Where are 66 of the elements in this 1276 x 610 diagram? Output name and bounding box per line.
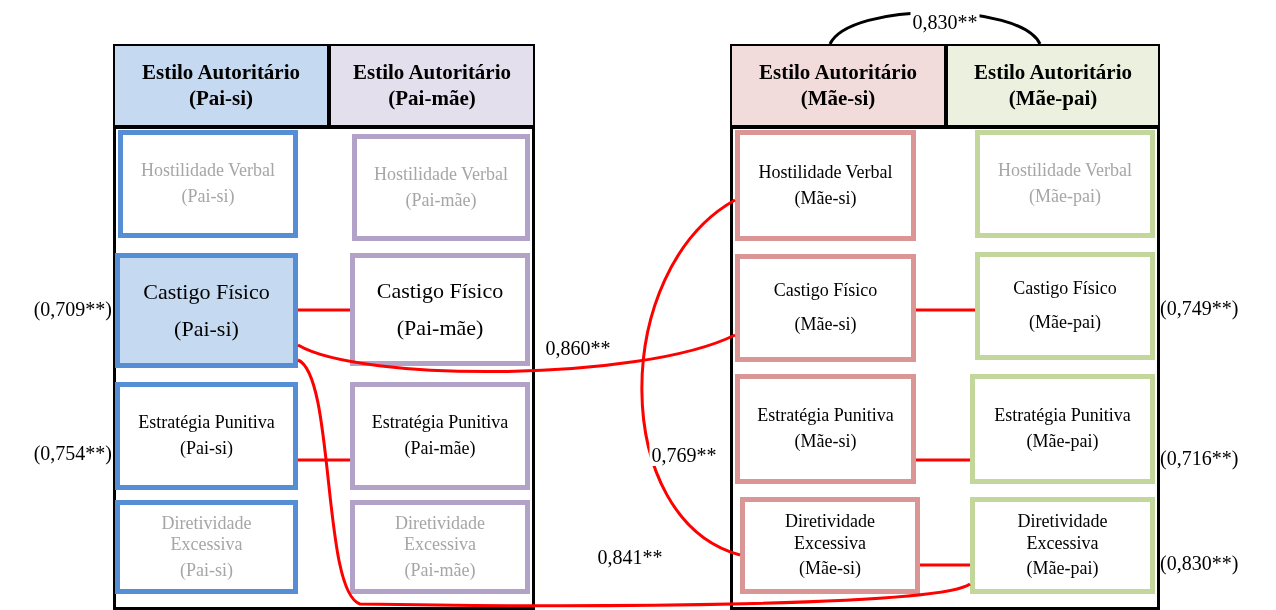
factor-group: (Pai-mãe) xyxy=(405,189,477,212)
factor-name: Hostilidade Verbal xyxy=(997,160,1133,182)
factor-group: (Pai-si) xyxy=(181,186,235,208)
factor-group: (Mãe-si) xyxy=(799,558,861,580)
factor-name: Estratégia Punitiva xyxy=(371,412,509,434)
column-heading: Estilo Autoritário (Pai-mãe) xyxy=(351,60,513,111)
factor-group: (Pai-si) xyxy=(180,559,233,582)
correlation-line xyxy=(298,458,350,462)
factor-box xyxy=(352,134,530,241)
factor-name: Diretividade Excessiva xyxy=(784,511,876,555)
factor-name: Castigo Físico xyxy=(376,278,504,305)
factor-name: Castigo Físico xyxy=(1013,278,1117,300)
factor-name: Diretividade Excessiva xyxy=(394,512,486,556)
header-cell xyxy=(329,44,535,127)
factor-box xyxy=(740,497,920,594)
factor-group: (Pai-mãe) xyxy=(396,314,484,341)
factor-group: (Pai-si) xyxy=(174,315,239,342)
header-cell xyxy=(113,44,329,127)
factor-name: Estratégia Punitiva xyxy=(757,405,894,427)
factor-name: Hostilidade Verbal xyxy=(758,161,893,184)
factor-name: Hostilidade Verbal xyxy=(140,160,276,182)
correlation-line xyxy=(298,308,350,312)
factor-box xyxy=(118,130,298,238)
column-heading: Estilo Autoritário (Pai-si) xyxy=(140,60,302,111)
loading-value: (0,754**) xyxy=(33,442,112,465)
factor-box xyxy=(735,130,916,241)
factor-group: (Pai-si) xyxy=(180,438,233,460)
factor-box xyxy=(735,254,916,362)
header-cell xyxy=(730,44,946,127)
header-cell xyxy=(946,44,1160,127)
factor-group: (Mãe-pai) xyxy=(1026,431,1099,453)
factor-name: Diretividade Excessiva xyxy=(160,512,253,556)
correlation-line xyxy=(297,333,736,373)
loading-value: (0,749**) xyxy=(1160,297,1239,320)
factor-group: (Mãe-pai) xyxy=(1026,558,1099,580)
factor-name: Estratégia Punitiva xyxy=(138,412,275,434)
loading-value: (0,830**) xyxy=(1160,552,1239,575)
correlation-line xyxy=(296,358,971,608)
correlation-line xyxy=(916,458,970,462)
loading-value: (0,709**) xyxy=(33,298,112,321)
factor-group: (Mãe-si) xyxy=(794,431,857,453)
factor-group: (Mãe-pai) xyxy=(1029,312,1101,334)
factor-group: (Pai-mãe) xyxy=(404,438,476,460)
factor-group: (Pai-mãe) xyxy=(404,559,476,582)
factor-name: Estratégia Punitiva xyxy=(994,405,1131,427)
factor-group: (Mãe-si) xyxy=(794,314,857,336)
factor-name: Castigo Físico xyxy=(143,279,270,306)
column-heading: Estilo Autoritário (Mãe-si) xyxy=(757,60,919,111)
correlation-line xyxy=(920,563,970,567)
factor-box xyxy=(350,253,530,366)
factor-box xyxy=(350,382,530,490)
edge-label: 0,830** xyxy=(910,11,980,33)
column-heading: Estilo Autoritário (Mãe-pai) xyxy=(972,60,1134,111)
factor-name: Hostilidade Verbal xyxy=(373,163,509,186)
factor-box xyxy=(115,500,298,594)
correlation-line xyxy=(916,308,975,312)
factor-box xyxy=(735,374,916,484)
factor-name: Diretividade Excessiva xyxy=(1016,511,1109,555)
factor-group: (Mãe-si) xyxy=(794,187,857,210)
edge-label: 0,769** xyxy=(649,444,719,466)
factor-name: Castigo Físico xyxy=(773,280,878,302)
factor-box xyxy=(350,500,530,594)
loading-value: (0,716**) xyxy=(1160,447,1239,470)
correlation-line xyxy=(640,198,741,557)
factor-box xyxy=(975,130,1155,238)
factor-group: (Mãe-pai) xyxy=(1029,186,1101,208)
